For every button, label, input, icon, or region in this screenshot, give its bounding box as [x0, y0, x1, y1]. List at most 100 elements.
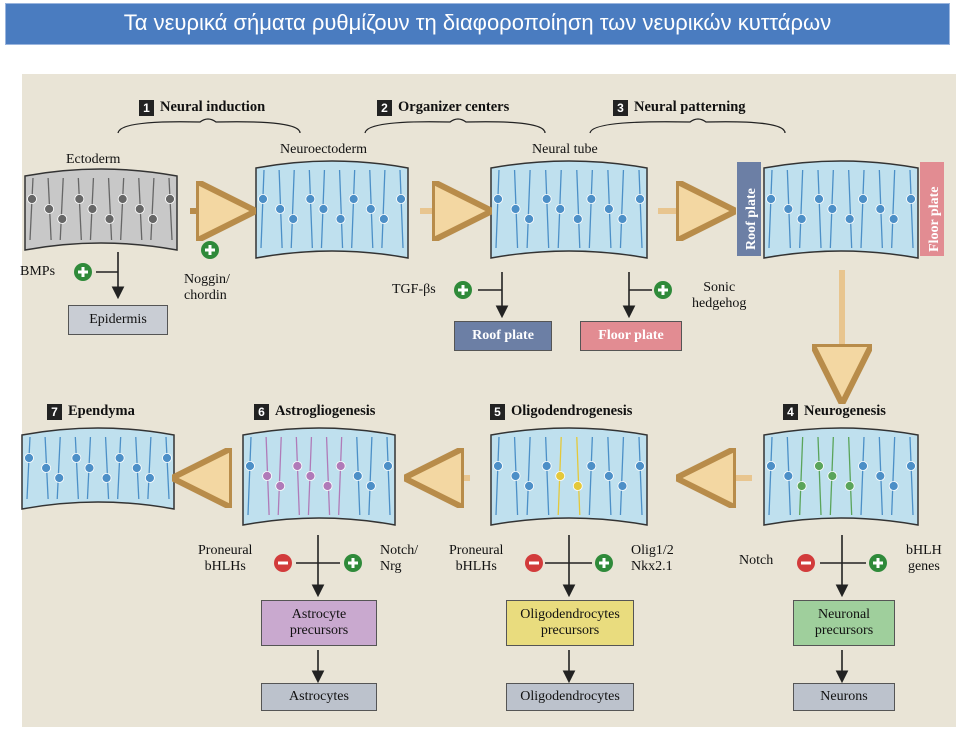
stage-number: 5	[490, 403, 505, 420]
cell-nucleus	[541, 194, 552, 204]
cell-process	[381, 169, 386, 249]
cell-nucleus	[352, 471, 363, 481]
cell-nucleus	[104, 214, 115, 224]
cell-process	[526, 436, 531, 516]
cell-nucleus	[383, 461, 393, 471]
cell-process	[399, 169, 404, 249]
cell-process	[338, 436, 343, 516]
cell-nucleus	[74, 194, 85, 204]
cell-nucleus	[262, 471, 273, 481]
plus-sign-icon	[869, 554, 887, 572]
cell-nucleus	[41, 463, 52, 473]
cell-nucleus	[510, 471, 521, 481]
brace-2	[364, 118, 546, 134]
brace-1	[117, 118, 301, 134]
cell-nucleus	[57, 214, 68, 224]
cell-process	[107, 177, 113, 241]
cell-process	[29, 177, 34, 241]
cell-nucleus	[875, 471, 886, 481]
cell-nucleus	[493, 194, 503, 204]
stage-label: Neural induction	[160, 99, 266, 115]
cell-nucleus	[258, 194, 268, 204]
cell-nucleus	[165, 194, 175, 204]
astrogliogenesis-strip	[242, 427, 396, 526]
cell-process	[308, 169, 313, 249]
title-bar: Τα νευρικά σήματα ρυθμίζουν τη διαφοροπο…	[5, 3, 950, 45]
cell-nucleus	[617, 214, 628, 224]
cell-nucleus	[365, 204, 376, 214]
neuronal-precursors-box: Neuronal precursors	[793, 600, 895, 646]
cell-nucleus	[814, 461, 824, 471]
cell-process	[891, 169, 896, 249]
notch-label: Notch	[739, 553, 774, 568]
cell-nucleus	[814, 194, 824, 204]
oligodendrocytes-box: Oligodendrocytes	[506, 683, 634, 711]
cell-nucleus	[555, 204, 566, 214]
cell-nucleus	[131, 463, 142, 473]
stage-label: Neural patterning	[634, 99, 746, 115]
cell-nucleus	[275, 204, 286, 214]
neural-tube-label: Neural tube	[532, 142, 598, 157]
ectoderm-label: Ectoderm	[66, 152, 121, 167]
minus-sign-icon	[525, 554, 543, 572]
cell-nucleus	[84, 463, 95, 473]
cell-process	[909, 436, 914, 516]
cell-nucleus	[524, 214, 535, 224]
stage-number: 4	[783, 403, 798, 420]
neural-tube-strip	[490, 160, 648, 259]
brace-3	[589, 118, 786, 134]
astrocyte-precursors-box: Astrocyte precursors	[261, 600, 377, 646]
neurogenesis-strip	[763, 427, 919, 526]
bmps-label: BMPs	[20, 264, 56, 279]
roof-plate-box: Roof plate	[454, 321, 552, 351]
cell-nucleus	[603, 204, 614, 214]
neurons-box: Neurons	[793, 683, 895, 711]
cell-nucleus	[493, 461, 503, 471]
roof-plate-side-tab: Roof plate	[737, 162, 761, 256]
cell-nucleus	[510, 204, 521, 214]
cell-nucleus	[572, 214, 583, 224]
stage-label: Ependyma	[68, 403, 135, 419]
stage-number: 7	[47, 403, 62, 420]
cell-process	[619, 436, 625, 516]
cell-nucleus	[288, 214, 299, 224]
cell-process	[545, 169, 550, 249]
oligodendrocyte-precursors-box: Oligodendrocytes precursors	[506, 600, 634, 646]
plus-sign-icon	[74, 263, 92, 281]
cell-nucleus	[322, 481, 333, 491]
cell-nucleus	[396, 194, 406, 204]
ependyma-strip	[21, 427, 175, 510]
cell-process	[74, 436, 79, 500]
cell-process	[588, 169, 593, 249]
cell-nucleus	[766, 194, 776, 204]
cell-nucleus	[617, 481, 628, 491]
cell-nucleus	[275, 481, 286, 491]
cell-nucleus	[603, 471, 614, 481]
cell-process	[59, 177, 64, 241]
cell-nucleus	[44, 204, 55, 214]
cell-nucleus	[796, 481, 807, 491]
cell-nucleus	[27, 194, 37, 204]
cell-nucleus	[71, 453, 82, 463]
cell-nucleus	[348, 194, 359, 204]
cell-process	[909, 169, 914, 249]
cell-process	[168, 177, 173, 241]
astrocytes-box: Astrocytes	[261, 683, 377, 711]
cell-process	[848, 436, 853, 516]
cell-process	[277, 436, 282, 516]
cell-process	[165, 436, 170, 500]
bhlh-genes-label: bHLH genes	[906, 543, 942, 574]
cell-process	[351, 169, 356, 249]
cell-process	[799, 436, 804, 516]
epidermis-box: Epidermis	[68, 305, 168, 335]
cell-nucleus	[875, 204, 886, 214]
cell-nucleus	[635, 461, 645, 471]
cell-process	[860, 436, 865, 516]
floor-plate-side-tab: Floor plate	[920, 162, 944, 256]
cell-nucleus	[844, 481, 855, 491]
cell-nucleus	[134, 204, 145, 214]
floor-plate-box: Floor plate	[580, 321, 682, 351]
cell-process	[768, 169, 773, 249]
